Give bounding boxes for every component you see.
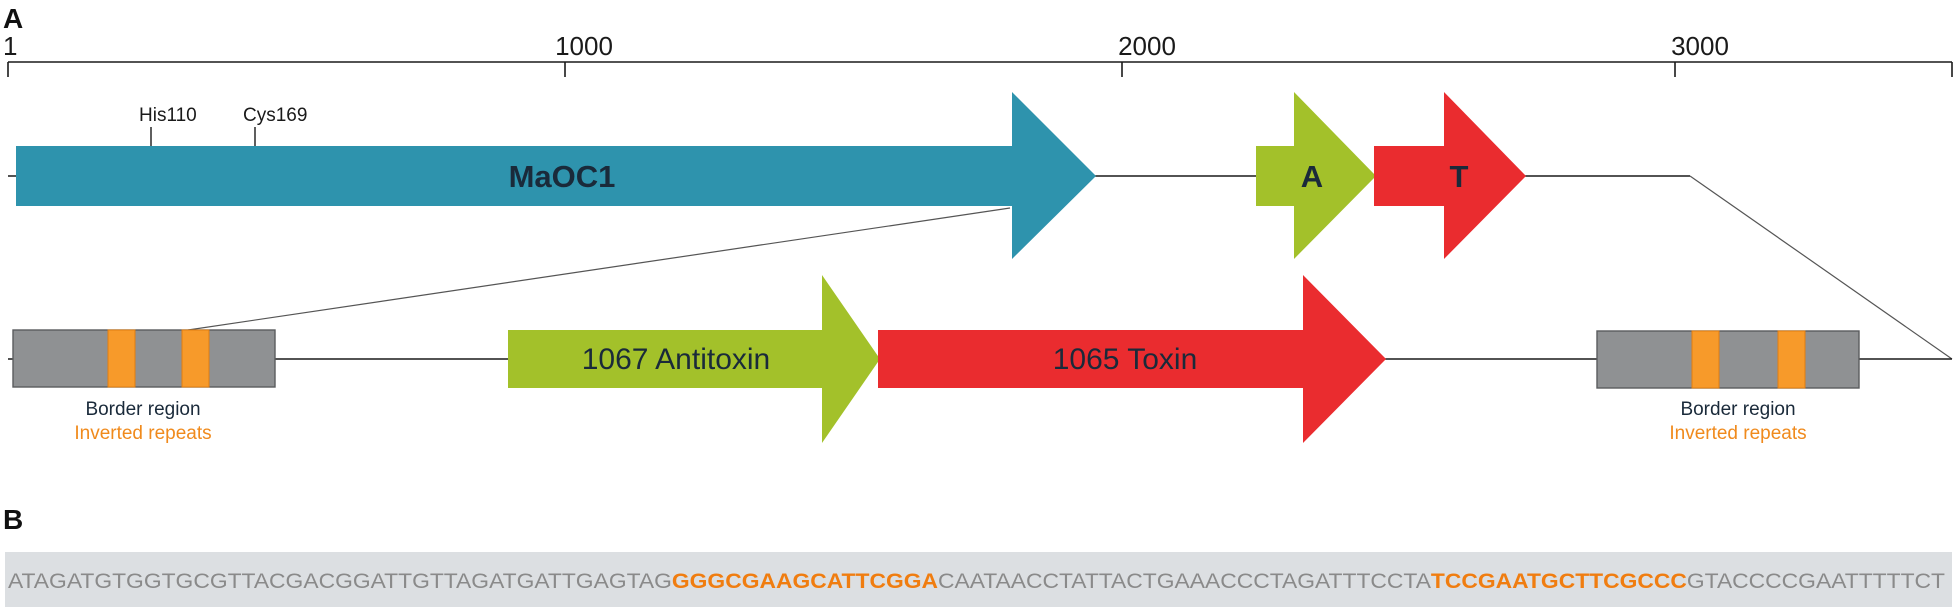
gene-arrow-shape (16, 92, 1096, 259)
panel-a-letter: A (3, 3, 23, 34)
sequence-strip: ATAGATGTGGTGCGTTACGACGGATTGTTAGATGATTGAG… (5, 552, 1952, 607)
panel-b-letter: B (3, 504, 23, 535)
gene-arrow-toxin: 1065 Toxin (878, 275, 1386, 443)
sequence-text: ATAGATGTGGTGCGTTACGACGGATTGTTAGATGATTGAG… (8, 569, 1945, 593)
border-region-label: Border region (1680, 399, 1795, 420)
scale-tick-label: 2000 (1118, 31, 1176, 61)
site-label: His110 (139, 105, 197, 126)
inverted-repeat-mark (1691, 330, 1720, 389)
inverted-repeat-mark (1777, 330, 1806, 389)
border-region-left: Border region Inverted repeats (12, 329, 276, 444)
gene-label: 1065 Toxin (1053, 343, 1198, 376)
gene-arrow-shape (1256, 92, 1376, 259)
inverted-repeat-sequence: TCCGAATGCTTCGCCC (1431, 569, 1687, 593)
site-label: Cys169 (243, 105, 307, 126)
inverted-repeat-mark (107, 329, 136, 388)
zoom-connector-left (187, 207, 1011, 331)
border-region-right: Border region Inverted repeats (1596, 330, 1860, 444)
scale-tick-label: 1000 (555, 31, 613, 61)
scale-ruler: 1 1000 2000 3000 (3, 31, 1953, 77)
gene-label: T (1450, 159, 1469, 194)
inverted-repeats-label: Inverted repeats (74, 423, 211, 444)
border-region-label: Border region (85, 399, 200, 420)
zoom-connector-right (1689, 175, 1953, 360)
sequence-segment: GTACCCCGAATTTTTCT (1687, 569, 1945, 593)
border-region-box (1596, 330, 1860, 389)
border-region-box (12, 329, 276, 388)
site-marker-cys169: Cys169 (243, 105, 307, 146)
gene-arrow-maoc1: MaOC1 (16, 92, 1096, 259)
inverted-repeat-sequence: GGGCGAAGCATTCGGA (672, 569, 938, 593)
gene-arrow-antitoxin: 1067 Antitoxin (508, 275, 880, 443)
gene-label: 1067 Antitoxin (582, 343, 770, 376)
sequence-background (5, 552, 1952, 607)
sequence-segment: ATAGATGTGGTGCGTTACGACGGATTGTTAGATGATTGAG… (8, 569, 672, 593)
gene-arrow-shape (878, 275, 1386, 443)
scale-tick-label: 3000 (1671, 31, 1729, 61)
gene-label: MaOC1 (509, 159, 616, 194)
scale-tick-label: 1 (3, 31, 17, 61)
sequence-segment: CAATAACCTATTACTGAAACCCTAGATTTCCTA (938, 569, 1432, 593)
gene-arrow-shape (1374, 92, 1526, 259)
gene-arrow-shape (508, 275, 880, 443)
gene-arrow-toxin-small: T (1374, 92, 1526, 259)
inverted-repeats-label: Inverted repeats (1669, 423, 1806, 444)
inverted-repeat-mark (181, 329, 210, 388)
site-marker-his110: His110 (139, 105, 197, 146)
gene-arrow-antitoxin-small: A (1256, 92, 1376, 259)
gene-label: A (1301, 159, 1323, 194)
